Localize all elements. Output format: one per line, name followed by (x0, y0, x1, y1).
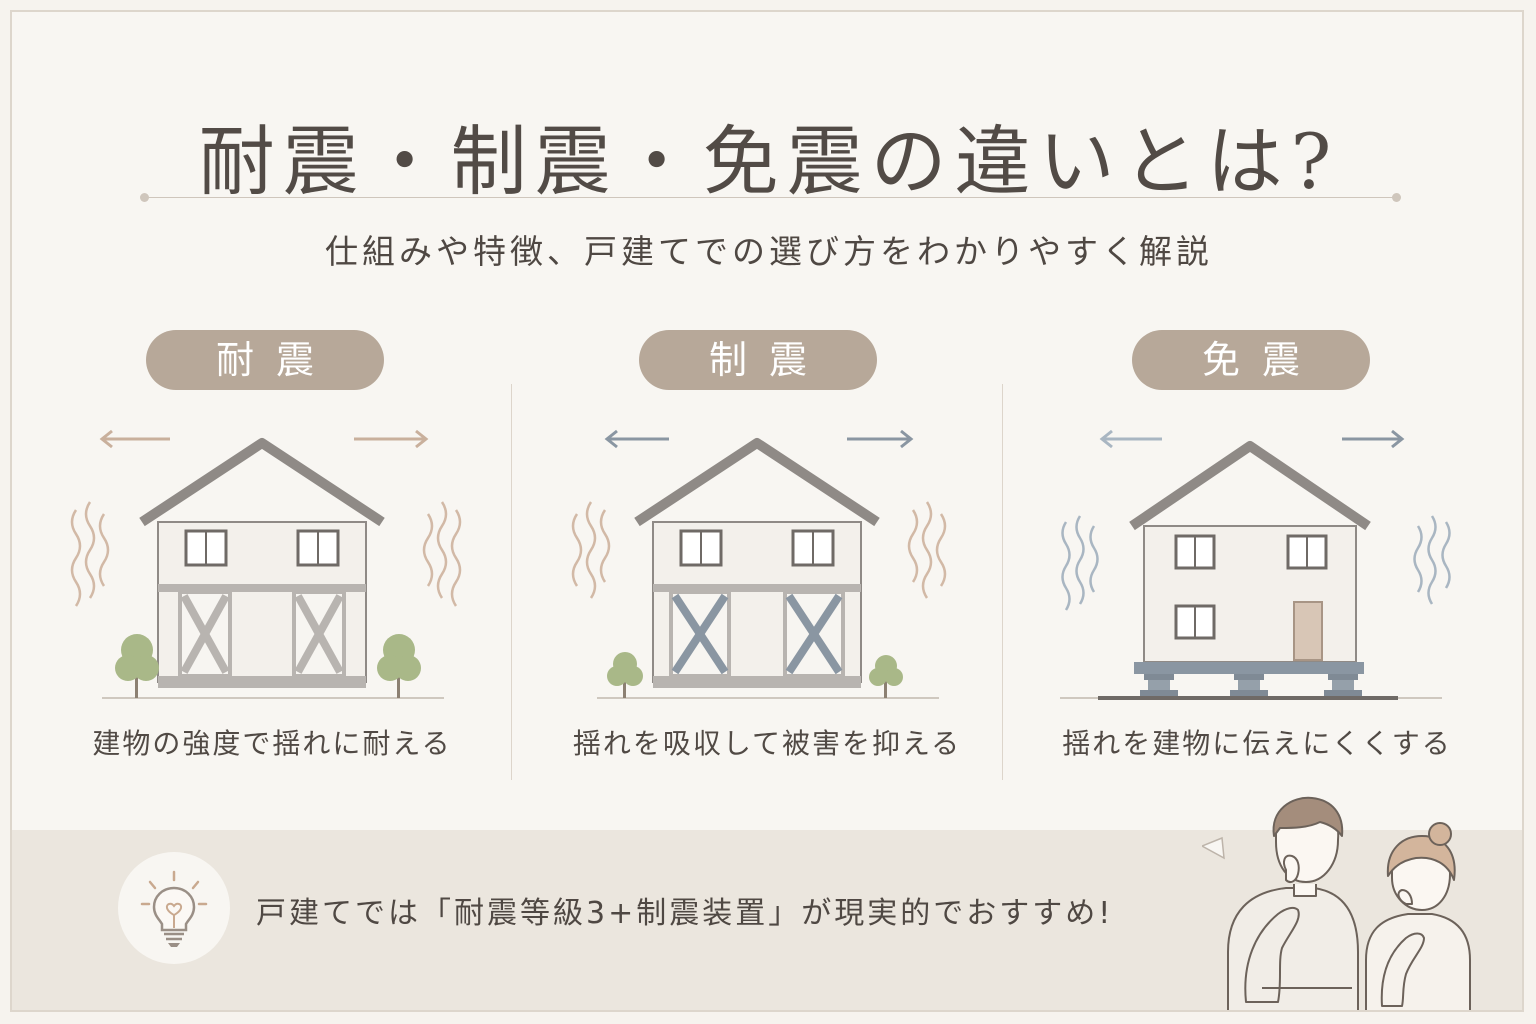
house-seishin-illustration (571, 429, 947, 699)
door-icon (1293, 601, 1323, 661)
page-title: 耐震・制震・免震の違いとは? (198, 117, 1340, 206)
pill-seishin: 制震 (639, 330, 877, 390)
couple-thinking-illustration (1202, 796, 1471, 1010)
caption-menshin: 揺れを建物に伝えにくくする (1062, 727, 1452, 760)
caption-seishin: 揺れを吸収して被害を抑える (572, 727, 962, 760)
arrow-right-icon (354, 429, 429, 449)
house-taishin-illustration (70, 429, 462, 699)
shake-wave-icon (70, 501, 462, 607)
title-rule (145, 197, 1395, 198)
shake-wave-icon (1061, 515, 1451, 611)
tree-icon (115, 634, 421, 698)
brace-icon (178, 590, 346, 678)
rule-dot-right (1392, 193, 1401, 202)
man-figure (1227, 796, 1359, 1010)
damper-icon (669, 590, 845, 678)
infographic-frame: 耐震・制震・免震の違いとは? 仕組みや特徴、戸建てでの選び方をわかりやすく解説 … (10, 10, 1524, 1012)
pill-menshin: 免震 (1132, 330, 1370, 390)
shake-wave-icon (571, 501, 947, 599)
rule-dot-left (140, 193, 149, 202)
bulb-badge (118, 852, 230, 964)
pill-taishin: 耐震 (146, 330, 384, 390)
house-menshin-illustration (1060, 429, 1451, 700)
column-divider-2 (1002, 384, 1003, 780)
isolator-icon (1140, 674, 1362, 696)
arrow-right-icon (1342, 429, 1405, 449)
arrow-right-icon (847, 429, 914, 449)
recommendation-text: 戸建てでは「耐震等級3+制震装置」が現実的でおすすめ! (256, 896, 1114, 931)
woman-figure (1365, 822, 1471, 1010)
caption-taishin: 建物の強度で揺れに耐える (92, 727, 452, 760)
arrow-left-icon (604, 429, 669, 449)
arrow-left-icon (1099, 429, 1162, 449)
page-subtitle: 仕組みや特徴、戸建てでの選び方をわかりやすく解説 (325, 232, 1213, 271)
column-divider-1 (511, 384, 512, 780)
lightbulb-icon (140, 870, 208, 947)
tree-icon (607, 652, 903, 698)
arrow-left-icon (99, 429, 170, 449)
